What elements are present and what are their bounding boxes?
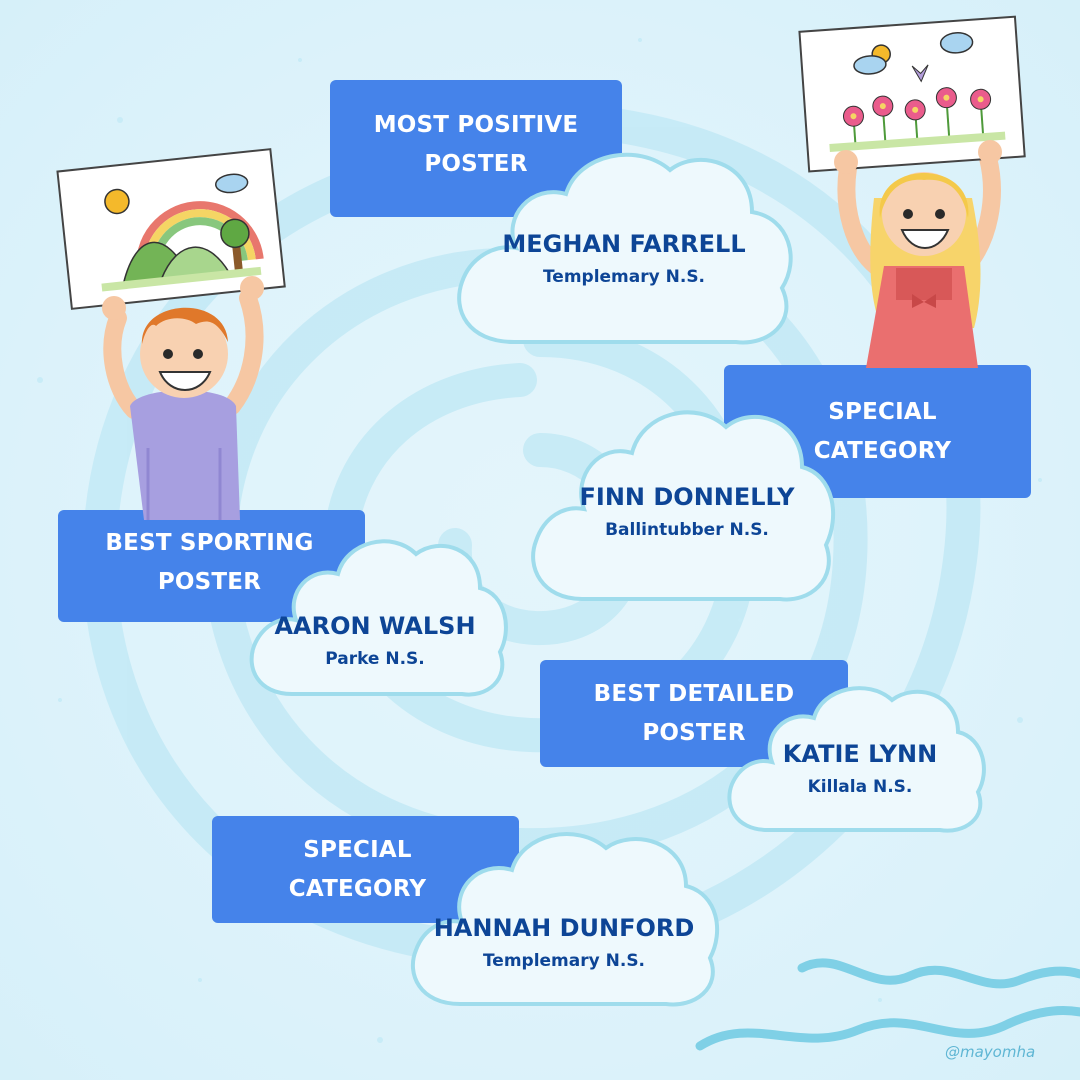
category-label: BEST SPORTING POSTER — [105, 530, 314, 595]
category-label: SPECIAL CATEGORY — [813, 398, 952, 464]
winner-name: MEGHAN FARRELL — [502, 230, 746, 258]
winner-name: FINN DONNELLY — [579, 483, 795, 511]
winner-name: HANNAH DUNFORD — [433, 914, 695, 942]
winner-cloud-katie-lynn: KATIE LYNN Killala N.S. — [722, 676, 986, 836]
winner-cloud-finn-donnelly: FINN DONNELLY Ballintubber N.S. — [524, 395, 836, 607]
winner-school: Killala N.S. — [807, 777, 913, 797]
winner-cloud-meghan-farrell: MEGHAN FARRELL Templemary N.S. — [448, 140, 800, 352]
category-label: SPECIAL CATEGORY — [288, 836, 427, 902]
cloud-shape — [727, 686, 986, 833]
credit-handle: @mayomha — [945, 1043, 1036, 1061]
winner-school: Ballintubber N.S. — [605, 520, 769, 540]
cloud-shape — [249, 539, 508, 697]
winner-name: KATIE LYNN — [782, 740, 938, 768]
category-box-best-detailed: BEST DETAILED POSTER — [540, 660, 848, 767]
category-label: BEST DETAILED POSTER — [593, 680, 795, 746]
boy-holding-drawing-icon — [56, 148, 286, 520]
girl-holding-drawing-icon — [798, 15, 1026, 368]
cloud-shape — [457, 152, 793, 345]
category-label: MOST POSITIVE POSTER — [373, 111, 579, 177]
winner-school: Parke N.S. — [325, 649, 425, 669]
winner-cloud-hannah-dunford: HANNAH DUNFORD Templemary N.S. — [404, 820, 724, 1010]
winner-school: Templemary N.S. — [482, 951, 646, 971]
winner-cloud-aaron-walsh: AARON WALSH Parke N.S. — [244, 528, 508, 700]
winner-name: AARON WALSH — [274, 612, 476, 640]
winner-school: Templemary N.S. — [542, 267, 706, 287]
cloud-shape — [410, 832, 720, 1007]
category-box-best-sporting: BEST SPORTING POSTER — [58, 510, 365, 622]
wave-decor — [695, 958, 1080, 1051]
cloud-shape — [531, 410, 836, 602]
